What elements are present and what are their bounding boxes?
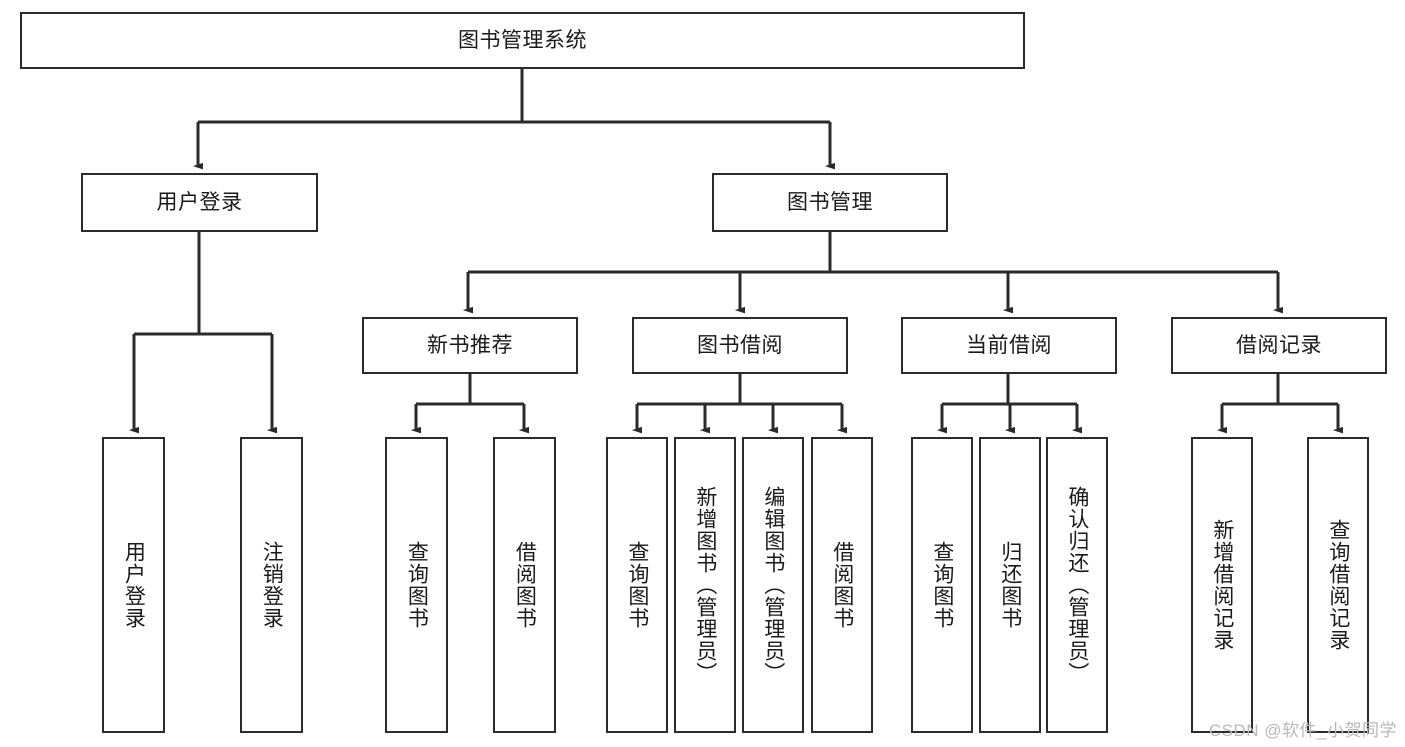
node-book-borrow-label: 图书借阅 xyxy=(697,333,783,357)
leaf-current-confirm-return-label: 确认归还（管理员） xyxy=(1065,486,1089,684)
leaf-newbook-borrow-book-label: 借阅图书 xyxy=(513,541,537,629)
leaf-newbook-query-book-label: 查询图书 xyxy=(405,541,429,629)
node-root[interactable]: 图书管理系统 xyxy=(20,12,1025,69)
node-current-borrow[interactable]: 当前借阅 xyxy=(901,317,1117,374)
leaf-user-login[interactable]: 用户登录 xyxy=(102,437,165,733)
leaf-current-return-book[interactable]: 归还图书 xyxy=(979,437,1041,733)
leaf-current-query-book-label: 查询图书 xyxy=(930,541,954,629)
leaf-record-query-label: 查询借阅记录 xyxy=(1326,519,1350,651)
node-new-book-recommend-label: 新书推荐 xyxy=(427,333,513,357)
leaf-record-add[interactable]: 新增借阅记录 xyxy=(1191,437,1253,733)
leaf-borrow-borrow-book-label: 借阅图书 xyxy=(830,541,854,629)
node-borrow-record-label: 借阅记录 xyxy=(1236,333,1322,357)
node-user-login[interactable]: 用户登录 xyxy=(81,173,318,232)
leaf-user-logout[interactable]: 注销登录 xyxy=(240,437,303,733)
leaf-newbook-query-book[interactable]: 查询图书 xyxy=(385,437,448,733)
leaf-borrow-edit-book[interactable]: 编辑图书（管理员） xyxy=(742,437,804,733)
node-new-book-recommend[interactable]: 新书推荐 xyxy=(362,317,578,374)
node-root-label: 图书管理系统 xyxy=(458,28,587,52)
leaf-borrow-query-book[interactable]: 查询图书 xyxy=(606,437,668,733)
leaf-user-login-label: 用户登录 xyxy=(122,541,146,629)
node-current-borrow-label: 当前借阅 xyxy=(966,333,1052,357)
leaf-record-query[interactable]: 查询借阅记录 xyxy=(1307,437,1369,733)
node-book-management-label: 图书管理 xyxy=(787,190,873,214)
leaf-current-query-book[interactable]: 查询图书 xyxy=(911,437,973,733)
leaf-newbook-borrow-book[interactable]: 借阅图书 xyxy=(493,437,556,733)
leaf-borrow-borrow-book[interactable]: 借阅图书 xyxy=(811,437,873,733)
node-book-borrow[interactable]: 图书借阅 xyxy=(632,317,848,374)
node-book-management[interactable]: 图书管理 xyxy=(712,173,948,232)
leaf-current-confirm-return[interactable]: 确认归还（管理员） xyxy=(1046,437,1108,733)
csdn-watermark: CSDN @软件_小贺同学 xyxy=(1208,721,1397,740)
leaf-borrow-add-book-label: 新增图书（管理员） xyxy=(693,486,717,684)
leaf-user-logout-label: 注销登录 xyxy=(260,541,284,629)
leaf-borrow-query-book-label: 查询图书 xyxy=(625,541,649,629)
node-borrow-record[interactable]: 借阅记录 xyxy=(1171,317,1387,374)
leaf-record-add-label: 新增借阅记录 xyxy=(1210,519,1234,651)
leaf-borrow-edit-book-label: 编辑图书（管理员） xyxy=(761,486,785,684)
node-user-login-label: 用户登录 xyxy=(156,190,243,214)
leaf-borrow-add-book[interactable]: 新增图书（管理员） xyxy=(674,437,736,733)
leaf-current-return-book-label: 归还图书 xyxy=(998,541,1022,629)
